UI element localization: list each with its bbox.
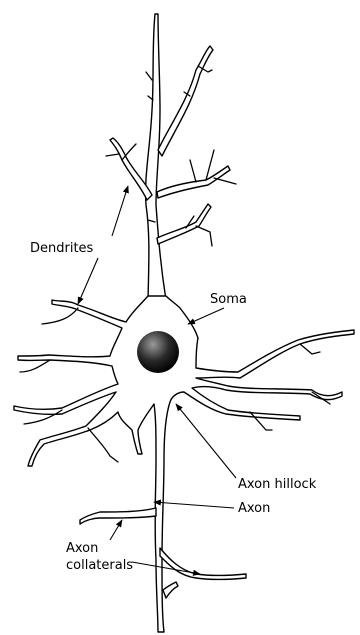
dendrites-arrow-lower [78, 258, 98, 304]
soma-arrow [188, 308, 224, 324]
axon-arrow [154, 502, 234, 508]
soma-body [14, 296, 354, 632]
label-soma: Soma [210, 292, 247, 307]
axon-hillock-arrow [176, 404, 236, 478]
collaterals-arrow-lower [132, 562, 200, 574]
label-axon: Axon [238, 501, 270, 516]
apical-dendrite [106, 14, 236, 300]
label-dendrites: Dendrites [30, 241, 94, 256]
label-axon-collaterals-line2: collaterals [66, 558, 133, 573]
collaterals-arrow-upper [110, 520, 122, 540]
nucleus [137, 331, 179, 373]
label-axon-collaterals-line1: Axon [66, 541, 98, 556]
label-axon-hillock: Axon hillock [238, 477, 317, 492]
dendrites-arrow-upper [112, 186, 128, 236]
